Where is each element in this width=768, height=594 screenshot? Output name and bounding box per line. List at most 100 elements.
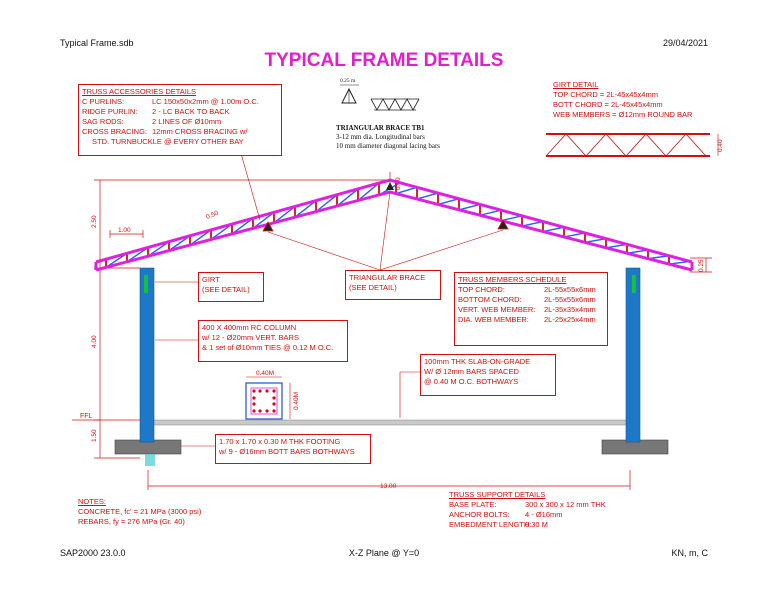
footer-software: SAP2000 23.0.0: [60, 548, 126, 558]
girt-bott-chord: BOTT CHORD = 2L-45x45x4mm: [553, 100, 663, 109]
accessories-last-line: STD. TURNBUCKLE @ EVERY OTHER BAY: [92, 137, 244, 146]
detail-key: ANCHOR BOLTS:: [449, 510, 510, 519]
girt-label-box: GIRT (SEE DETAIL): [198, 272, 264, 302]
brace-label-box: TRIANGULAR BRACE (SEE DETAIL): [345, 270, 441, 300]
girt-detail-drawing: [545, 133, 719, 157]
truss-diagonal-web: [500, 215, 523, 222]
detail-value: 2 LINES OF Ø10mm: [152, 117, 222, 126]
dim-purlin: 1.00: [118, 227, 131, 234]
detail-row: BOTTOM CHORD: 2L-55x55x6mm: [458, 295, 604, 305]
file-name: Typical Frame.sdb: [60, 38, 134, 48]
footing-support-mark: [145, 454, 155, 466]
truss-diagonal-web: [273, 205, 296, 224]
girt-detail-text: GIRT DETAIL TOP CHORD = 2L-45x45x4mm BOT…: [553, 80, 692, 120]
brace-note-line1: 3-12 mm dia. Longitudinal bars: [336, 133, 425, 141]
detail-row: ANCHOR BOLTS: 4 - Ø16mm: [449, 510, 649, 520]
dim-span: 13.00: [380, 483, 397, 490]
right-column: [625, 267, 641, 443]
detail-key: DIA. WEB MEMBER:: [458, 315, 529, 324]
brace-elevation-icon: [370, 98, 420, 111]
accessories-heading: TRUSS ACCESSORIES DETAILS: [82, 87, 197, 96]
slab-box: 100mm THK SLAB-ON-GRADE W/ Ø 12mm BARS S…: [420, 354, 556, 396]
truss-accessories-box: TRUSS ACCESSORIES DETAILS C PURLINS: LC 1…: [78, 84, 282, 156]
truss-chords: [94, 178, 694, 272]
truss-diagonal-web: [416, 192, 439, 200]
truss-diagonal-web: [521, 220, 544, 227]
column-rebars: [252, 389, 276, 413]
detail-value: 2L-55x55x6mm: [544, 285, 596, 294]
slab-line3: @ 0.40 M O.C. BOTHWAYS: [424, 377, 519, 386]
ridge-brace-marker: [386, 182, 394, 190]
detail-key: C PURLINS:: [82, 97, 125, 106]
detail-value: 300 x 300 x 12 mm THK: [525, 500, 606, 509]
slab-line1: 100mm THK SLAB-ON-GRADE: [424, 357, 531, 366]
detail-key: SAG RODS:: [82, 117, 124, 126]
detail-value: 4 - Ø16mm: [525, 510, 563, 519]
column-line2: w/ 12 - Ø20mm VERT. BARS: [202, 333, 299, 342]
detail-key: CROSS BRACING:: [82, 127, 148, 136]
detail-key: BOTTOM CHORD:: [458, 295, 522, 304]
detail-row: BASE PLATE: 300 x 300 x 12 mm THK: [449, 500, 649, 510]
truss-diagonal-web: [357, 182, 380, 202]
detail-key: BASE PLATE:: [449, 500, 497, 509]
slab-on-grade: [149, 419, 631, 426]
right-brace-marker: [497, 219, 509, 230]
dim-roof-height: 2.50: [91, 215, 98, 228]
detail-value: 2L-55x55x6mm: [544, 295, 596, 304]
detail-row: TOP CHORD: 2L-55x55x6mm: [458, 285, 604, 295]
column-box: 400 X 400mm RC COLUMN w/ 12 - Ø20mm VERT…: [198, 320, 348, 362]
detail-row: SAG RODS: 2 LINES OF Ø10mm: [82, 117, 278, 127]
dim-foundation: 1.50: [91, 429, 98, 442]
truss-schedule-box: TRUSS MEMBERS SCHEDULE TOP CHORD:2L-55x5…: [454, 272, 608, 346]
girt-label-line2: (SEE DETAIL): [202, 285, 250, 294]
left-base-plate: [144, 275, 148, 293]
page-title: TYPICAL FRAME DETAILS: [264, 50, 504, 71]
brace-label-line2: (SEE DETAIL): [349, 283, 397, 292]
notes-line1: CONCRETE, fc' = 21 MPa (3000 psi): [78, 507, 202, 516]
truss-diagonal-web: [437, 198, 460, 206]
detail-row: DIA. WEB MEMBER:2L-25x25x4mm: [458, 315, 604, 325]
truss-diagonal-web: [315, 194, 338, 213]
truss-diagonal-web: [563, 232, 586, 238]
notes: NOTES: CONCRETE, fc' = 21 MPa (3000 psi)…: [78, 497, 201, 527]
detail-key: VERT. WEB MEMBER:: [458, 305, 536, 314]
dim-web: 0.50: [205, 209, 220, 220]
truss-diagonal-web: [336, 188, 359, 207]
truss-diagonal-web: [231, 217, 254, 235]
truss-diagonal-web: [479, 209, 502, 216]
left-column: [139, 267, 155, 443]
detail-row: RIDGE PURLIN:2 - LC BACK TO BACK: [82, 107, 278, 117]
detail-key: TOP CHORD:: [458, 285, 505, 294]
truss-diagonal-web: [458, 203, 481, 211]
truss-diagonal-web: [395, 186, 418, 195]
truss-diagonal-web: [252, 211, 275, 229]
brace-dim-label: 0.25 m: [340, 78, 356, 84]
dim-column-height: 4.00: [91, 335, 98, 348]
brace-label-line1: TRIANGULAR BRACE: [349, 273, 426, 282]
detail-value: 0.30 M: [525, 520, 548, 529]
column-section-width: 0.40M: [256, 370, 274, 377]
file-date: 29/04/2021: [662, 38, 708, 48]
brace-note-title: TRIANGULAR BRACE TB1: [336, 124, 425, 132]
detail-key: EMBEDMENT LENGTH:: [449, 520, 532, 529]
detail-value: LC 150x50x2mm @ 1.00m O.C.: [152, 97, 259, 106]
brace-note-line2: 10 mm diameter diagonal lacing bars: [336, 142, 440, 150]
girt-label-line1: GIRT: [202, 275, 220, 284]
detail-row: C PURLINS: LC 150x50x2mm @ 1.00m O.C.: [82, 97, 278, 107]
detail-row: CROSS BRACING: 12mm CROSS BRACING w/: [82, 127, 278, 137]
notes-heading: NOTES:: [78, 497, 106, 506]
detail-value: 2L-35x35x4mm: [544, 305, 596, 314]
detail-row: EMBEDMENT LENGTH:0.30 M: [449, 520, 649, 530]
detail-key: RIDGE PURLIN:: [82, 107, 138, 116]
dim-eave: 0.25: [698, 259, 705, 272]
dim-ffl: FFL: [80, 413, 93, 420]
leader-lines: [155, 149, 504, 447]
detail-value: 12mm CROSS BRACING w/: [152, 127, 248, 136]
girt-web: WEB MEMBERS = Ø12mm ROUND BAR: [553, 110, 693, 119]
brace-note: TRIANGULAR BRACE TB1 3-12 mm dia. Longit…: [336, 124, 506, 151]
column-section: [245, 382, 283, 420]
column-section-height: 0.40M: [293, 392, 300, 410]
girt-detail-heading: GIRT DETAIL: [553, 80, 599, 89]
support-heading: TRUSS SUPPORT DETAILS: [449, 490, 546, 499]
